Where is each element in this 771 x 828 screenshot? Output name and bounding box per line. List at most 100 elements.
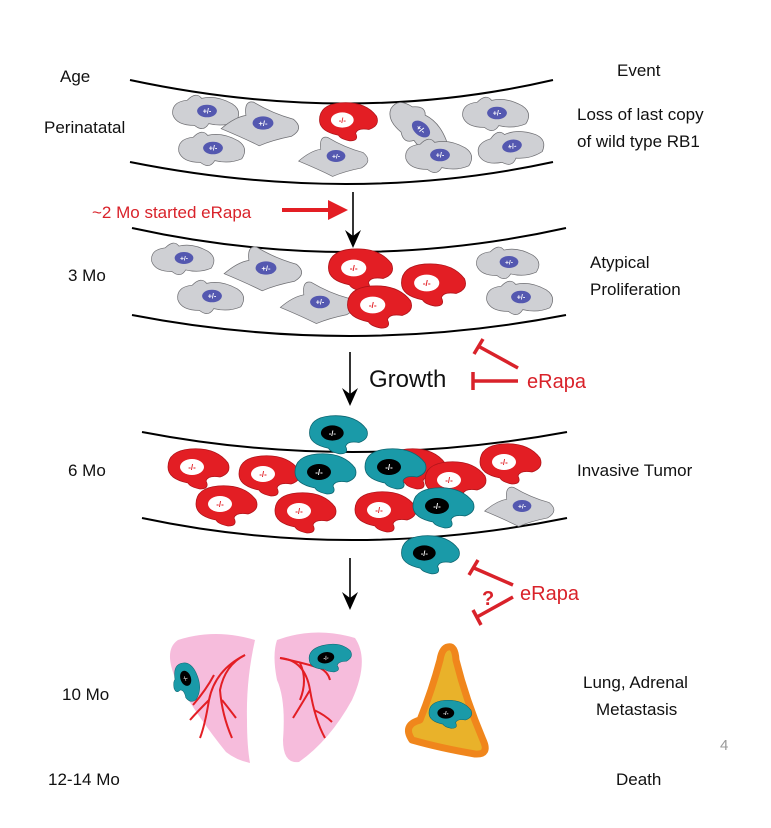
genotype-label: -/- xyxy=(500,458,508,467)
progression-arrow-3 xyxy=(342,558,358,610)
genotype-label: -/- xyxy=(445,476,453,485)
heterozygous-cell: +/- xyxy=(462,96,530,131)
cell-nucleus xyxy=(414,274,440,292)
rb1-null-cell: -/- xyxy=(238,455,301,497)
genotype-label: +/- xyxy=(493,109,502,118)
cell-nucleus xyxy=(437,707,455,719)
cell-nucleus xyxy=(208,496,232,512)
genotype-label: +/- xyxy=(208,292,217,301)
cell-nucleus xyxy=(255,261,277,275)
tissue-band-perinatal: +/-+/--/-+/-+/-+/-+/-+/-+/- xyxy=(129,79,554,185)
cell-nucleus xyxy=(180,670,192,686)
rb1-null-cell: -/- xyxy=(319,102,378,142)
genotype-label: +/- xyxy=(209,144,218,153)
genotype-label: +/- xyxy=(518,504,526,511)
event-label-3mo-line2: Proliferation xyxy=(590,280,681,299)
cell-nucleus xyxy=(317,652,335,664)
band-bottom-line xyxy=(129,161,554,185)
invasive-cell: -/- xyxy=(412,487,475,529)
heterozygous-cell: +/- xyxy=(486,280,554,315)
invasive-cell: -/- xyxy=(173,662,200,702)
rb1-null-cell: -/- xyxy=(401,263,466,307)
event-header: Event xyxy=(617,61,661,80)
heterozygous-cell: +/- xyxy=(405,138,473,173)
cell-nucleus xyxy=(511,290,531,304)
genotype-label: -/- xyxy=(421,549,429,558)
progression-arrow-2 xyxy=(342,352,358,406)
invasive-cell: -/- xyxy=(401,535,460,575)
cell-nucleus xyxy=(487,106,507,120)
event-label-10mo-line1: Lung, Adrenal xyxy=(583,673,688,692)
genotype-label: +/- xyxy=(203,107,212,116)
cell-nucleus xyxy=(502,139,522,153)
age-label-10mo: 10 Mo xyxy=(62,685,109,704)
event-label-death: Death xyxy=(616,770,661,789)
heterozygous-cell: +/- xyxy=(297,136,369,177)
rb1-null-cell: -/- xyxy=(354,491,417,533)
invasive-cell: -/- xyxy=(294,453,357,495)
genotype-label: -/- xyxy=(339,116,347,125)
progression-arrow-1 xyxy=(345,192,361,248)
genotype-label: -/- xyxy=(216,500,224,509)
cell-nucleus xyxy=(425,498,449,514)
age-label-6mo: 6 Mo xyxy=(68,461,106,480)
heterozygous-cell: +/- xyxy=(483,486,555,527)
cell-nucleus xyxy=(180,459,204,475)
cell-nucleus xyxy=(310,295,330,309)
growth-label: Growth xyxy=(369,366,446,393)
cell-nucleus xyxy=(430,148,450,162)
genotype-label: -/- xyxy=(323,655,329,662)
genotype-label: +/- xyxy=(505,260,513,267)
cell-nucleus xyxy=(437,472,461,488)
lung-left-vessels xyxy=(189,654,246,739)
cell-nucleus xyxy=(367,502,391,518)
cell-nucleus xyxy=(377,459,401,475)
age-label-12-14mo: 12-14 Mo xyxy=(48,770,120,789)
cell-nucleus xyxy=(330,112,354,128)
cell-nucleus xyxy=(174,252,194,264)
genotype-label: +/- xyxy=(180,256,188,263)
genotype-label: +/- xyxy=(316,298,325,307)
cell-nucleus xyxy=(326,150,346,162)
genotype-label: -/- xyxy=(350,263,358,273)
heterozygous-cell: +/- xyxy=(172,94,240,129)
genotype-label: -/- xyxy=(423,278,431,288)
event-label-perinatal-line1: Loss of last copy xyxy=(577,105,704,124)
cell-nucleus xyxy=(499,256,519,268)
genotype-label: +/- xyxy=(332,154,340,161)
page-number: 4 xyxy=(720,737,728,754)
cell-nucleus xyxy=(251,466,275,482)
genotype-label: +/- xyxy=(261,264,271,273)
cell-nucleus xyxy=(202,289,222,303)
heterozygous-cell: +/- xyxy=(177,279,245,314)
rb1-null-cell: -/- xyxy=(274,492,337,534)
genotype-label: -/- xyxy=(329,429,337,438)
tissue-band-3mo: +/- +/- -/- -/- +/- +/- +/- -/- +/- xyxy=(131,227,567,337)
genotype-label: +/- xyxy=(258,119,268,128)
cell-nucleus xyxy=(492,454,516,470)
event-label-3mo-line1: Atypical xyxy=(590,253,650,272)
genotype-label: -/- xyxy=(188,463,196,472)
cell-nucleus xyxy=(320,425,344,441)
event-label-perinatal-line2: of wild type RB1 xyxy=(577,132,700,151)
cell-nucleus xyxy=(360,296,386,314)
genotype-label: -/- xyxy=(181,675,188,682)
cell-nucleus xyxy=(341,259,367,277)
cell-nucleus xyxy=(412,545,436,561)
cell-nucleus xyxy=(203,141,223,155)
genotype-label: +/- xyxy=(507,141,518,151)
genotype-label: -/- xyxy=(443,711,448,717)
cell-nucleus xyxy=(512,500,532,512)
inhibition-metastasis-lower xyxy=(471,595,514,626)
rb1-null-cell: -/- xyxy=(479,443,542,485)
treatment-start-label: ~2 Mo started eRapa xyxy=(92,203,252,222)
genotype-label: +/- xyxy=(436,151,445,160)
inhibition-growth-upper xyxy=(472,338,519,370)
event-label-10mo-line2: Metastasis xyxy=(596,700,677,719)
heterozygous-cell: +/- xyxy=(223,246,303,292)
cell-nucleus xyxy=(307,464,331,480)
rb1-null-cell: -/- xyxy=(347,285,412,329)
band-bottom-line xyxy=(131,314,567,337)
heterozygous-cell: +/- xyxy=(279,281,355,324)
